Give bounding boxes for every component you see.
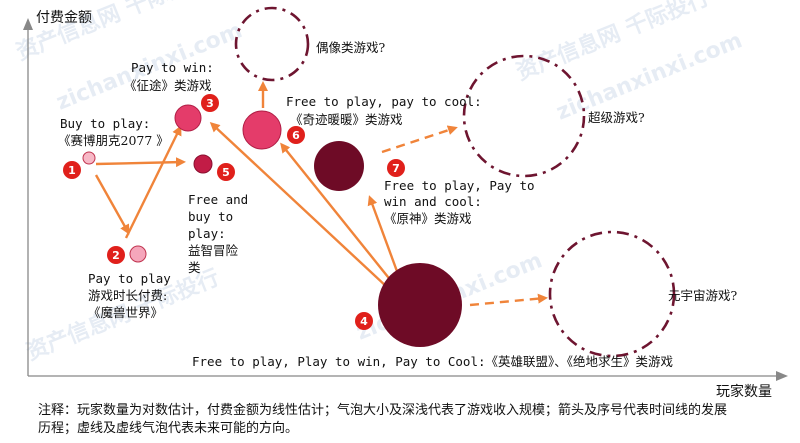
y-axis-label: 付费金额 [36, 10, 92, 26]
idol-games-label: 偶像类游戏? [316, 40, 386, 55]
genshin-title: 《原神》类游戏 [384, 211, 472, 226]
arrow-1-to-2 [94, 174, 130, 235]
cyberpunk-bubble [82, 151, 96, 165]
marker-2-number: 2 [112, 249, 120, 262]
marker-5-number: 5 [222, 166, 230, 179]
arrow-4-to-6 [280, 142, 393, 283]
super-games-label: 超级游戏? [588, 110, 645, 125]
wow-title: 《魔兽世界》 [88, 305, 163, 320]
free-buy-label-3: play: [188, 226, 226, 241]
x-axis-label: 玩家数量 [716, 383, 772, 400]
marker-6-number: 6 [292, 129, 300, 142]
free-buy-genre: 益智冒险 [188, 243, 239, 258]
metaverse-games-label: 元宇宙游戏? [668, 288, 738, 303]
idol-games-bubble [234, 6, 310, 82]
marker-1: 1 [63, 161, 81, 179]
genshin-model-label-2: win and cool: [384, 194, 482, 209]
zhengtu-bubble [174, 104, 202, 132]
genshin-bubble [314, 141, 364, 191]
free-buy-label-2: buy to [188, 209, 233, 224]
marker-6: 6 [287, 126, 305, 144]
lol-pubg-bubble [378, 263, 462, 347]
nikki-title: 《奇迹暖暖》类游戏 [290, 112, 403, 127]
free-buy-label-1: Free and [188, 192, 248, 207]
pay-to-play-desc: 游戏时长付费: [88, 288, 167, 303]
wow-bubble [129, 245, 147, 263]
axes: 付费金额 玩家数量 [23, 10, 788, 400]
arrow-7-to-super [381, 125, 458, 154]
marker-7-number: 7 [392, 162, 400, 175]
free-buy-genre-suffix: 类 [188, 260, 201, 275]
metaverse-games-bubble [548, 230, 676, 358]
labels: Buy to play: 《赛博朋克2077 》 Pay to play 游戏时… [58, 40, 738, 369]
pay-to-cool-label: Free to play, pay to cool: [286, 94, 482, 109]
marker-2: 2 [107, 246, 125, 264]
pay-to-play-label: Pay to play [88, 271, 171, 286]
arrow-4-to-7 [367, 195, 400, 275]
genshin-model-label-1: Free to play, Pay to [384, 178, 535, 193]
arrow-2-to-3 [124, 125, 182, 239]
x-axis-arrowhead [776, 371, 788, 381]
marker-1-number: 1 [68, 164, 76, 177]
buy-to-play-label: Buy to play: [60, 116, 150, 131]
marker-7: 7 [387, 159, 405, 177]
lol-pubg-label: Free to play, Play to win, Pay to Cool:《… [192, 354, 673, 369]
timeline-markers: 1 2 3 4 5 6 7 [63, 94, 405, 330]
marker-5: 5 [217, 163, 235, 181]
super-games-bubble [462, 54, 586, 178]
marker-3-number: 3 [206, 97, 214, 110]
marker-3: 3 [201, 94, 219, 112]
footnote-line-2: 历程；虚线及虚线气泡代表未来可能的方向。 [38, 420, 298, 436]
marker-4: 4 [355, 312, 373, 330]
zhengtu-title: 《征途》类游戏 [124, 78, 212, 93]
pay-to-win-label: Pay to win: [131, 60, 214, 75]
future-bubbles [234, 6, 676, 358]
arrow-4-to-metaverse [469, 293, 548, 307]
arrow-4-to-3 [209, 121, 389, 289]
nikki-bubble [242, 110, 282, 150]
marker-4-number: 4 [360, 315, 368, 328]
cyberpunk-title: 《赛博朋克2077 》 [58, 133, 169, 148]
game-bubbles [82, 104, 462, 347]
footnote: 注释：玩家数量为对数估计，付费金额为线性估计；气泡大小及深浅代表了游戏收入规模；… [38, 402, 727, 436]
footnote-line-1: 注释：玩家数量为对数估计，付费金额为线性估计；气泡大小及深浅代表了游戏收入规模；… [38, 402, 727, 418]
timeline-arrows [94, 81, 548, 307]
puzzle-bubble [193, 154, 213, 174]
y-axis-arrowhead [23, 18, 33, 30]
arrow-1-to-5 [95, 157, 186, 168]
